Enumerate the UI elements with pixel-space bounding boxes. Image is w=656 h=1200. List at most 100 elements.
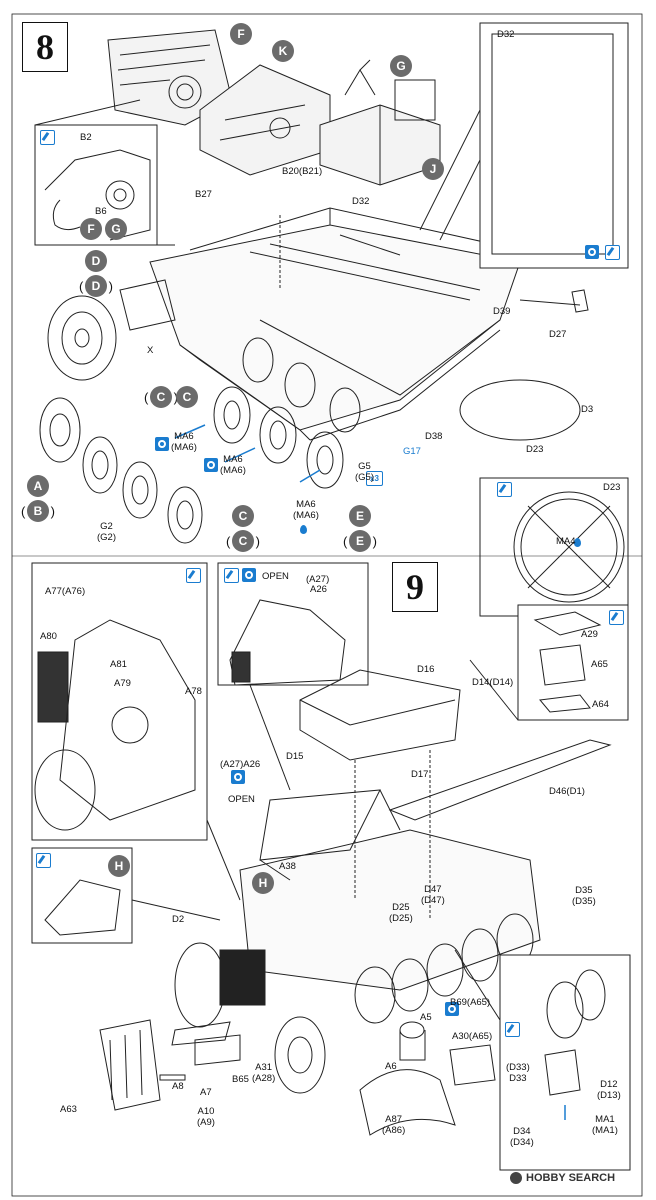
- label-A31-main: A31: [255, 1062, 273, 1073]
- glue-icon: [609, 610, 624, 625]
- label-D33-main: D33: [509, 1072, 527, 1084]
- movable-icon: [445, 1002, 459, 1016]
- label-MA1: MA1 (MA1): [592, 1114, 618, 1136]
- label-A81: A81: [110, 659, 127, 670]
- label-D35-paren: (D35): [572, 895, 596, 907]
- label-D39: D39: [493, 306, 511, 317]
- label-D12: D12 (D13): [597, 1079, 621, 1101]
- label-A8: A8: [172, 1081, 184, 1092]
- label-G2-main: G2: [100, 521, 113, 532]
- label-B2: B2: [80, 132, 92, 143]
- label-D47: D47 (D47): [421, 884, 445, 906]
- label-D12-main: D12: [600, 1079, 618, 1090]
- times-three-icon: x3: [366, 471, 383, 486]
- glue-icon: [224, 568, 239, 583]
- label-open-2: OPEN: [228, 794, 255, 805]
- glue-icon: [505, 1022, 520, 1037]
- label-G2-paren: (G2): [97, 531, 116, 543]
- label-A5: A5: [420, 1012, 432, 1023]
- step-number-9: 9: [392, 562, 438, 612]
- badge-G-inset: G: [105, 218, 127, 240]
- badge-E-paren: E: [343, 530, 377, 552]
- label-A31-paren: (A28): [252, 1072, 276, 1084]
- label-MA6-paren: (MA6): [171, 441, 197, 453]
- label-D23-inset: D23: [603, 482, 621, 493]
- label-G2: G2 (G2): [97, 521, 116, 543]
- glue-icon: [40, 130, 55, 145]
- badge-D-paren: D: [79, 275, 113, 297]
- label-MA6: MA6: [174, 431, 194, 442]
- label-B69: B69(A65): [450, 997, 491, 1008]
- label-A87: A87 (A86): [382, 1114, 406, 1136]
- glue-icon: [605, 245, 620, 260]
- label-MA6-paren: (MA6): [220, 464, 246, 476]
- label-A78: A78: [185, 686, 202, 697]
- label-MA6: MA6: [296, 499, 316, 510]
- open-close-icon: [231, 770, 245, 784]
- water-drop-icon: [300, 525, 307, 534]
- label-MA4: MA4: [556, 536, 576, 547]
- label-MA6-c: MA6 (MA6): [293, 499, 319, 521]
- label-A7: A7: [200, 1087, 212, 1098]
- label-D34: D34 (D34): [510, 1126, 534, 1148]
- vehicle-step9-art: [99, 789, 541, 1136]
- label-D25-paren: (D25): [389, 912, 413, 924]
- badge-C-paren-2: C: [226, 530, 260, 552]
- glue-icon: [186, 568, 201, 583]
- badge-F-top: F: [230, 23, 252, 45]
- label-A10-paren: (A9): [197, 1116, 215, 1128]
- label-D25: D25 (D25): [389, 902, 413, 924]
- label-G5-main: G5: [358, 461, 371, 472]
- label-B27: B27: [195, 189, 212, 200]
- label-D27: D27: [549, 329, 567, 340]
- label-A65: A65: [591, 659, 608, 670]
- label-D34-paren: (D34): [510, 1136, 534, 1148]
- label-D25-main: D25: [392, 902, 410, 913]
- sand-paint-icon: [585, 245, 599, 259]
- badge-A: A: [27, 475, 49, 497]
- label-A87-main: A87: [385, 1114, 403, 1125]
- badge-E: E: [349, 505, 371, 527]
- label-A87-paren: (A86): [382, 1124, 406, 1136]
- label-A26: A26: [310, 584, 327, 595]
- road-wheels-art: [39, 337, 361, 544]
- label-open: OPEN: [262, 571, 289, 582]
- radio-G-J-art: [319, 59, 441, 186]
- label-MA6: MA6: [223, 454, 243, 465]
- label-MA1-main: MA1: [595, 1114, 615, 1125]
- badge-C-1: C: [176, 386, 198, 408]
- label-A10-main: A10: [197, 1106, 215, 1117]
- label-G17: G17: [403, 446, 421, 457]
- label-D14: D14(D14): [472, 677, 514, 688]
- badge-H-inset: H: [108, 855, 130, 877]
- label-A38: A38: [279, 861, 296, 872]
- label-A29: A29: [581, 629, 598, 640]
- label-D32-inset: D32: [497, 29, 515, 40]
- badge-D: D: [85, 250, 107, 272]
- label-D35-main: D35: [575, 885, 593, 896]
- label-A27: (A27): [306, 574, 330, 585]
- label-A80: A80: [40, 631, 57, 642]
- label-A10: A10 (A9): [197, 1106, 215, 1128]
- badge-F-inset: F: [80, 218, 102, 240]
- label-D32: D32: [352, 196, 370, 207]
- label-D38: D38: [425, 431, 443, 442]
- watermark: HOBBY SEARCH: [510, 1172, 615, 1184]
- label-D23: D23: [526, 444, 544, 455]
- glue-icon: [497, 482, 512, 497]
- label-D17: D17: [411, 769, 429, 780]
- label-A30: A30(A65): [452, 1031, 493, 1042]
- badge-C-paren-1: C: [144, 386, 178, 408]
- label-MA6-b: MA6 (MA6): [220, 454, 246, 476]
- label-X: X: [147, 345, 154, 356]
- watermark-logo-icon: [510, 1172, 522, 1184]
- label-D35: D35 (D35): [572, 885, 596, 907]
- badge-K: K: [272, 40, 294, 62]
- label-A77: A77(A76): [45, 586, 86, 597]
- label-A63: A63: [60, 1104, 77, 1115]
- label-B6: B6: [95, 206, 107, 217]
- label-A79: A79: [114, 678, 131, 689]
- label-D33: (D33) D33: [506, 1062, 530, 1084]
- step-number-8: 8: [22, 22, 68, 72]
